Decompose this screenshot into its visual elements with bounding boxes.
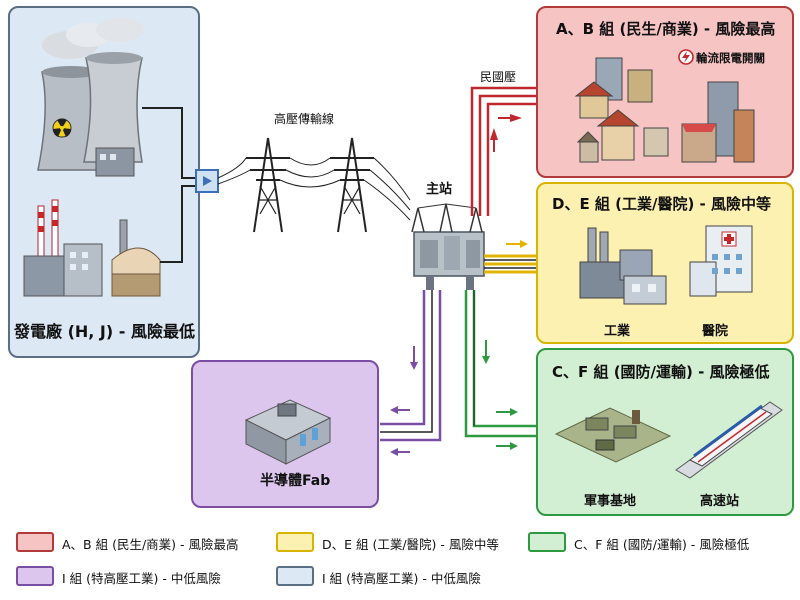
red-feed-lines xyxy=(470,86,536,216)
civil-voltage-label: 民國壓 xyxy=(480,70,517,84)
legend-label: A、B 組 (民生/商業) - 風險最高 xyxy=(62,537,239,552)
substation-label: 主站 xyxy=(426,182,453,197)
legend-label: D、E 組 (工業/醫院) - 風險中等 xyxy=(322,537,499,552)
legend-label: I 組 (特高壓工業) - 中低風險 xyxy=(62,571,221,586)
thermal-plant xyxy=(23,199,161,297)
legend-label: C、F 組 (國防/運輸) - 風險極低 xyxy=(574,537,750,552)
fab-label: 半導體Fab xyxy=(260,473,331,489)
green-feed-lines xyxy=(464,290,536,438)
transmission-towers xyxy=(217,137,411,233)
legend-swatch xyxy=(16,566,54,586)
legend-label: I 組 (特高壓工業) - 中低風險 xyxy=(322,571,481,586)
high-speed-train xyxy=(675,401,783,479)
legend-swatch xyxy=(276,532,314,552)
lightning-switch-icon xyxy=(678,49,694,65)
group-ab-title: A、B 組 (民生/商業) - 風險最高 xyxy=(556,20,776,38)
purple-feed-lines xyxy=(380,290,442,442)
legend-swatch xyxy=(276,566,314,586)
military-base xyxy=(554,407,672,463)
legend-swatch xyxy=(16,532,54,552)
hospital-label: 醫院 xyxy=(702,324,729,339)
hospital-building xyxy=(689,225,753,297)
substation xyxy=(411,203,485,290)
plant-title: 發電廠 (H, J) - 風險最低 xyxy=(14,322,195,341)
industry-building xyxy=(579,227,667,305)
yellow-feed-lines xyxy=(484,254,536,274)
group-cf-title: C、F 組 (國防/運輸) - 風險極低 xyxy=(552,363,770,381)
transmission-label: 高壓傳輸線 xyxy=(274,112,335,126)
legend-swatch xyxy=(528,532,566,552)
cooling-towers xyxy=(37,18,144,177)
station-label: 高速站 xyxy=(700,494,740,509)
residential-buildings xyxy=(574,57,755,163)
group-de-title: D、E 組 (工業/醫院) - 風險中等 xyxy=(552,195,772,213)
fab-building xyxy=(244,399,332,465)
rotation-switch-label: 輪流限電開關 xyxy=(696,51,765,65)
military-base-label: 軍事基地 xyxy=(584,494,637,509)
industry-label: 工業 xyxy=(604,324,631,339)
